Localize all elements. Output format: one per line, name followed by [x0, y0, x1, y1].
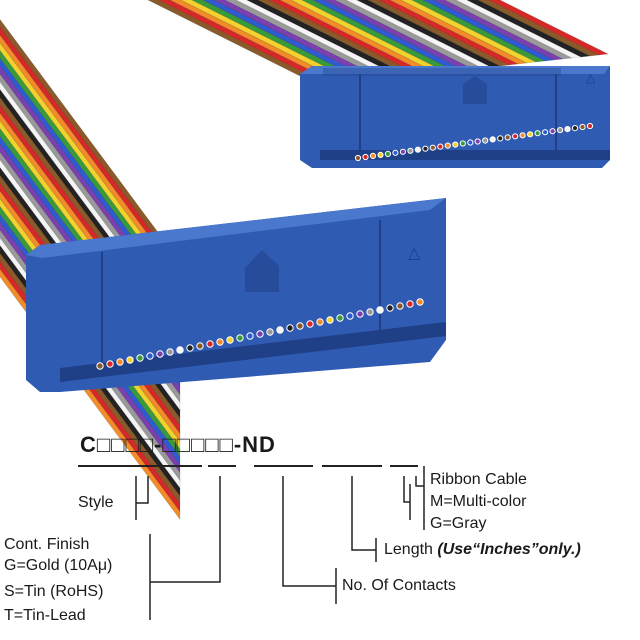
wire-end — [256, 330, 264, 338]
wire-end — [206, 340, 214, 348]
wire-end — [474, 138, 481, 145]
finish-option-tin: S=Tin (RoHS) — [4, 583, 104, 600]
wire-end — [356, 310, 364, 318]
finish-option-tin-lead: T=Tin-Lead — [4, 607, 86, 624]
style-label: Style — [78, 494, 114, 511]
wire-end — [527, 131, 534, 138]
length-label: Length (Use“Inches”only.) — [384, 540, 581, 560]
wire-end — [186, 344, 194, 352]
wire-end — [226, 336, 234, 344]
part-suffix: -ND — [233, 432, 276, 457]
part-dash: - — [154, 432, 163, 457]
wire-end — [444, 142, 451, 149]
svg-text:△: △ — [586, 71, 596, 85]
wire-end — [429, 144, 436, 151]
wire-end — [384, 150, 391, 157]
wire-end — [406, 300, 414, 308]
wire-end — [489, 136, 496, 143]
length-note: (Use“Inches”only.) — [437, 541, 581, 558]
wire-end — [459, 140, 466, 147]
wire-end — [106, 360, 114, 368]
wire-end — [452, 141, 459, 148]
wire-end — [377, 151, 384, 158]
wire-end — [557, 127, 564, 134]
wire-end — [156, 350, 164, 358]
rear-idc-connector: △ — [300, 66, 610, 168]
wire-end — [467, 139, 474, 146]
wire-end — [236, 334, 244, 342]
front-connector-wire-ends — [96, 298, 424, 370]
rear-connector-wire-ends — [354, 122, 594, 162]
wire-end — [399, 148, 406, 155]
wire-end — [116, 358, 124, 366]
rear-ribbon-cable — [147, 0, 610, 87]
svg-text:△: △ — [408, 245, 421, 262]
finish-option-gold: G=Gold (10Aμ) — [4, 557, 113, 574]
wire-end — [362, 153, 369, 161]
wire-end — [276, 326, 284, 334]
wire-end — [586, 122, 594, 130]
wire-end — [306, 320, 314, 328]
wire-end — [482, 137, 489, 144]
wire-end — [316, 318, 324, 326]
wire-end — [407, 147, 414, 154]
wire-end — [126, 356, 134, 364]
wire-end — [96, 362, 104, 370]
wire-end — [296, 322, 304, 330]
wire-end — [416, 298, 424, 306]
wire-end — [246, 332, 254, 340]
ribbon-wire — [488, 0, 610, 56]
part-box-group-1: □□□□ — [96, 432, 155, 457]
wire-end — [166, 348, 174, 356]
wire-end — [346, 312, 354, 320]
wire-end — [136, 354, 144, 362]
wire-end — [326, 316, 334, 324]
wire-end — [504, 134, 511, 141]
wire-end — [422, 145, 429, 152]
finish-label-title: Cont. Finish — [4, 536, 90, 553]
wire-end — [196, 342, 204, 350]
part-code: C□□□□-□□□□□-ND — [80, 432, 276, 458]
front-idc-connector: △ — [26, 198, 446, 392]
wire-end — [266, 328, 274, 336]
wire-end — [571, 125, 579, 132]
wire-end — [336, 314, 344, 322]
wire-end — [392, 149, 399, 156]
cable-option-multicolor: M=Multi-color — [430, 493, 527, 510]
wire-end — [497, 135, 504, 142]
wire-end — [286, 324, 294, 332]
wire-end — [534, 130, 541, 137]
wire-end — [519, 132, 526, 139]
leader-lines — [135, 466, 425, 620]
wire-end — [216, 338, 224, 346]
wire-end — [354, 154, 362, 162]
part-prefix: C — [80, 432, 97, 457]
wire-end — [542, 129, 549, 136]
cable-label-title: Ribbon Cable — [430, 471, 527, 488]
wire-end — [437, 143, 444, 150]
wire-end — [512, 133, 519, 140]
wire-end — [414, 146, 421, 153]
wire-end — [369, 152, 377, 159]
wire-end — [376, 306, 384, 314]
wire-end — [146, 352, 154, 360]
wire-end — [549, 128, 556, 135]
wire-end — [396, 302, 404, 310]
wire-end — [386, 304, 394, 312]
wire-end — [564, 126, 571, 133]
part-box-group-2: □□□□□ — [162, 432, 234, 457]
wire-end — [579, 123, 586, 131]
cable-option-gray: G=Gray — [430, 515, 487, 532]
length-label-text: Length — [384, 541, 433, 558]
wire-end — [366, 308, 374, 316]
wire-end — [176, 346, 184, 354]
contacts-label: No. Of Contacts — [342, 577, 456, 594]
